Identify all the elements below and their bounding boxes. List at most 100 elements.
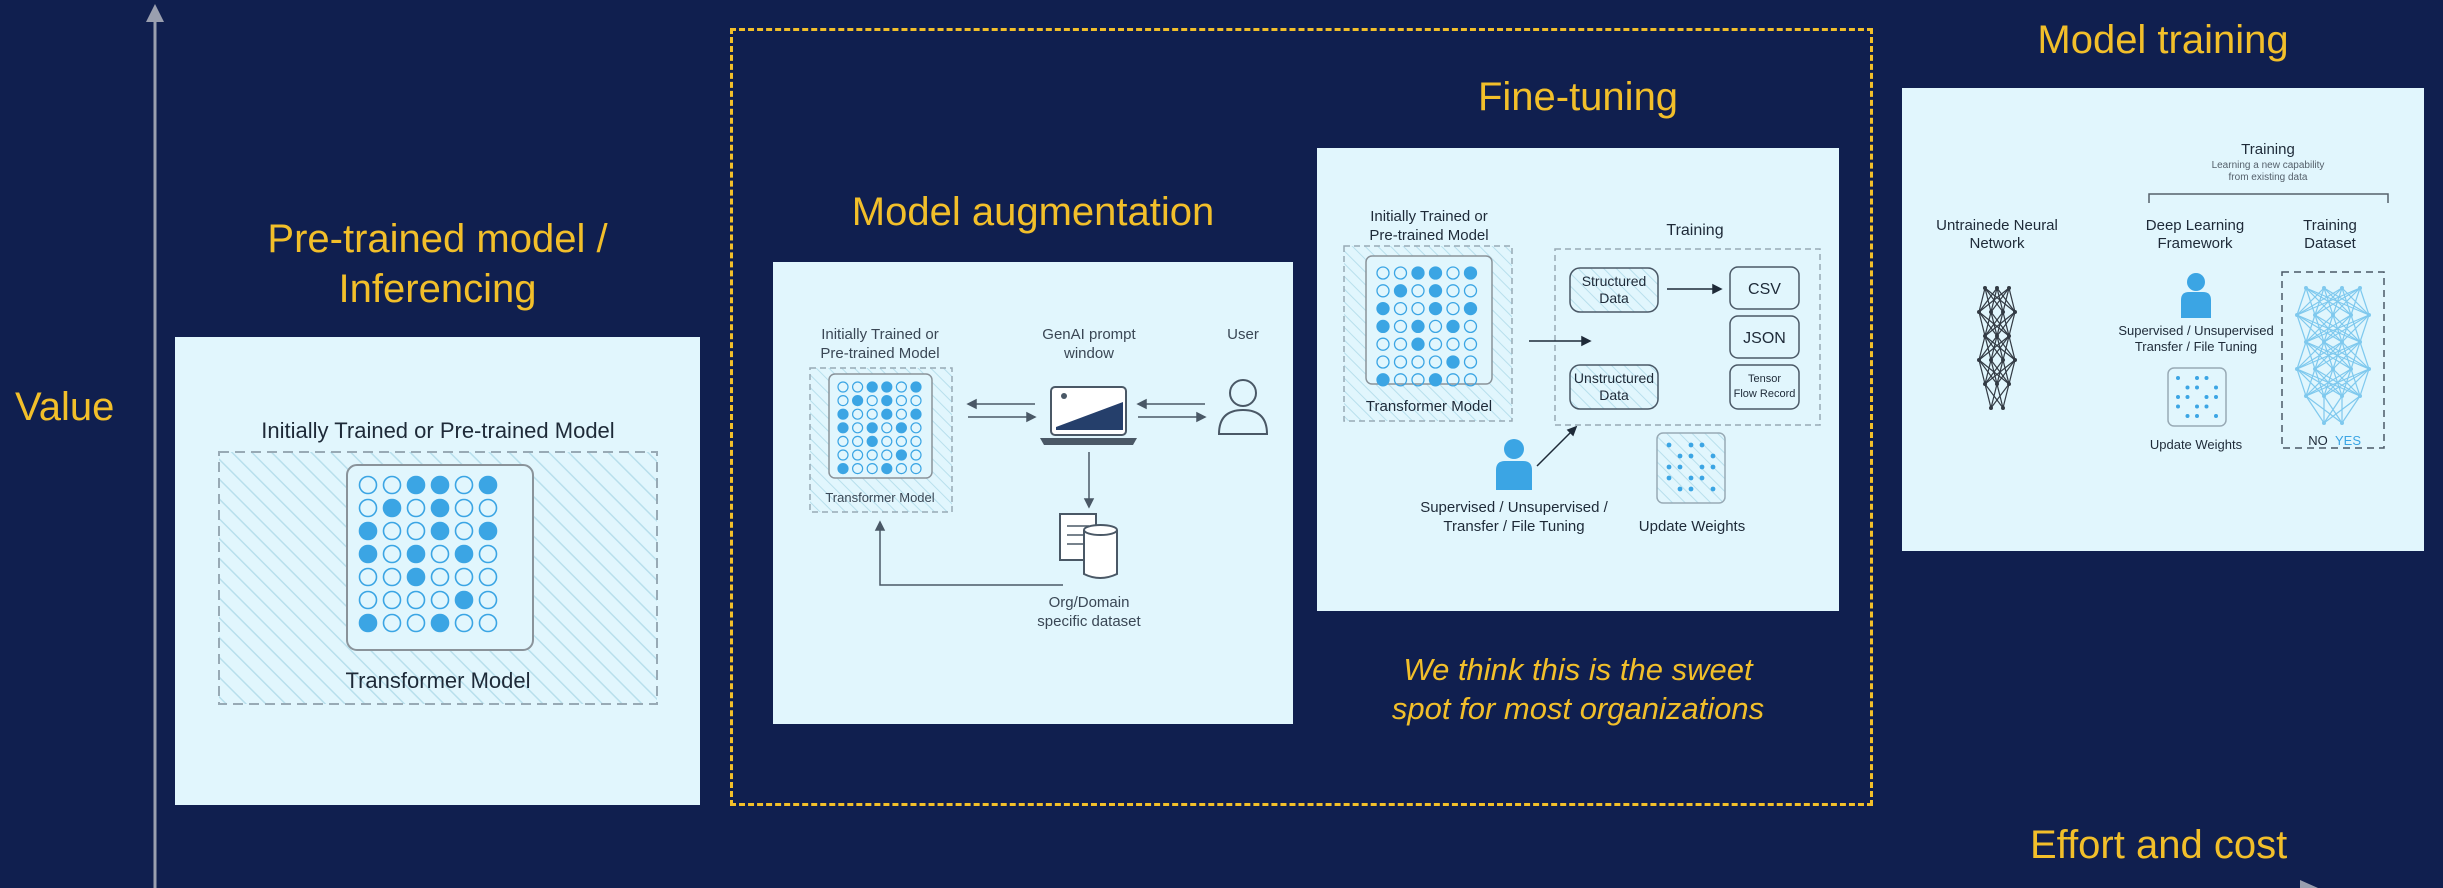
ft-tensor-line1: Tensor — [1748, 373, 1781, 385]
network-edge — [1978, 287, 2010, 313]
network-node — [2340, 340, 2344, 344]
empty-node — [478, 498, 498, 518]
network-edge — [2305, 368, 2316, 397]
empty-node — [851, 381, 864, 393]
network-edge — [2296, 341, 2325, 370]
empty-node — [406, 590, 426, 610]
empty-node — [430, 544, 450, 564]
filled-node — [1376, 301, 1390, 316]
network-edge — [2359, 287, 2370, 316]
weight-dot — [2195, 404, 2199, 409]
aug-dataset-label-line2: specific dataset — [1037, 613, 1141, 630]
empty-node — [910, 449, 922, 461]
empty-node — [1393, 319, 1408, 334]
filled-node — [430, 475, 450, 495]
network-edge — [2008, 335, 2016, 361]
network-node — [2340, 394, 2344, 398]
empty-node — [1376, 284, 1390, 298]
empty-node — [454, 475, 474, 495]
weight-dot — [2195, 385, 2199, 390]
empty-node — [1428, 355, 1443, 369]
filled-node — [382, 498, 402, 518]
weight-dot — [1710, 453, 1716, 459]
network-node — [1977, 310, 1981, 314]
filled-node — [1428, 284, 1443, 298]
network-edge — [2314, 341, 2361, 370]
weight-dot — [1677, 486, 1683, 492]
ft-training-label: Training — [1666, 222, 1723, 239]
empty-node — [1376, 266, 1390, 280]
tr-supervised-line1: Supervised / Unsupervised — [2118, 323, 2273, 338]
empty-node — [881, 435, 893, 447]
network-edge — [2305, 368, 2370, 397]
network-edge — [2350, 287, 2361, 316]
weight-dot — [2195, 376, 2199, 380]
network-node — [2007, 334, 2011, 338]
empty-node — [1446, 337, 1460, 351]
empty-node — [358, 567, 378, 587]
filled-node — [837, 463, 849, 475]
network-edge — [2359, 368, 2370, 397]
empty-node — [430, 590, 450, 610]
network-edge — [2008, 311, 2016, 337]
empty-node — [1463, 373, 1478, 387]
ft-update-weights-label: Update Weights — [1639, 518, 1745, 535]
aug-model-label-line2: Pre-trained Model — [820, 345, 939, 362]
network-edge — [1984, 311, 2004, 337]
training-diagram: Training Learning a new capability from … — [1936, 141, 2389, 452]
network-edge — [1990, 383, 1998, 409]
filled-node — [1411, 337, 1425, 351]
network-edge — [2296, 368, 2307, 397]
network-node — [2349, 367, 2353, 371]
sweet-spot-frame — [730, 28, 1873, 806]
network-edge — [2341, 368, 2370, 397]
filled-node — [910, 381, 922, 393]
network-edge — [2323, 395, 2343, 424]
weight-dot — [1699, 464, 1705, 470]
ft-unstructured-line1: Unstructured — [1574, 370, 1654, 386]
empty-node — [895, 381, 907, 393]
database-icon — [1059, 513, 1118, 579]
network-edge — [2305, 395, 2325, 424]
network-edge — [1978, 359, 1986, 385]
empty-node — [1411, 301, 1425, 316]
empty-node — [1446, 301, 1460, 316]
sweet-spot-note: We think this is the sweet spot for most… — [1318, 650, 1838, 728]
flow-arrows — [874, 398, 1207, 586]
filled-node — [478, 521, 498, 541]
network-edge — [2359, 341, 2370, 370]
augmentation-diagram-card: Initially Trained or Pre-trained Model T… — [773, 262, 1293, 724]
filled-node — [1376, 373, 1390, 387]
filled-node — [1428, 301, 1443, 316]
empty-node — [430, 567, 450, 587]
empty-node — [881, 449, 893, 461]
empty-node — [1411, 373, 1425, 387]
ft-csv-box — [1729, 266, 1800, 310]
network-edge — [2305, 368, 2334, 397]
weight-dot — [1688, 442, 1694, 448]
network-edge — [2296, 287, 2343, 316]
tr-sub-line1: Learning a new capability — [2212, 160, 2325, 171]
filled-node — [406, 544, 426, 564]
network-node — [1977, 358, 1981, 362]
empty-node — [1411, 284, 1425, 298]
network-node — [1995, 382, 1999, 386]
network-edge — [2332, 341, 2361, 370]
empty-node — [1463, 337, 1478, 351]
filled-node — [866, 435, 878, 447]
network-node — [2295, 367, 2299, 371]
network-node — [1995, 286, 1999, 290]
network-node — [2001, 358, 2005, 362]
training-diagram-card: Training Learning a new capability from … — [1902, 88, 2424, 551]
network-node — [2304, 286, 2308, 290]
network-node — [2322, 340, 2326, 344]
network-node — [2313, 313, 2317, 317]
empty-node — [895, 435, 907, 447]
finetuning-diagram: Initially Trained or Pre-trained Model T… — [1343, 208, 1821, 535]
network-edge — [2341, 314, 2370, 343]
network-edge — [1978, 335, 2010, 361]
ft-tensor-box — [1729, 364, 1800, 410]
network-node — [2322, 286, 2326, 290]
tr-no-label: NO — [2308, 433, 2328, 448]
stage-title-augmentation: Model augmentation — [851, 190, 1215, 234]
